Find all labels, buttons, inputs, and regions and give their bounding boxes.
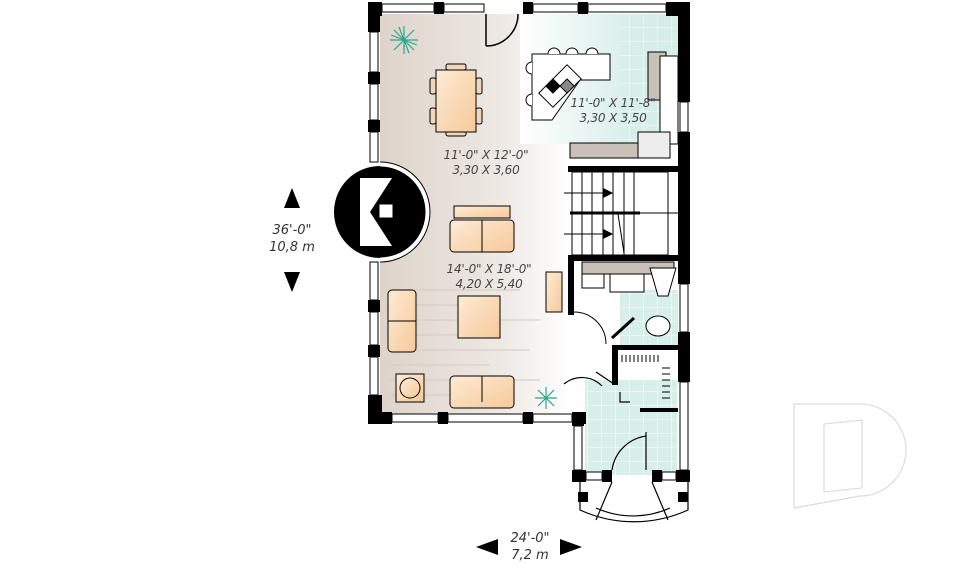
living-metric: 4,20 X 5,40 — [455, 277, 523, 291]
exterior-walls — [368, 2, 690, 502]
fireplace — [334, 161, 431, 263]
stair-arrows — [564, 188, 614, 239]
dining-imperial: 11'-0" X 12'-0" — [443, 148, 529, 162]
room-label-living: 14'-0" X 18'-0" 4,20 X 5,40 — [426, 262, 552, 292]
foyer-floor — [585, 380, 677, 475]
plant-icon — [390, 26, 557, 409]
width-imperial: 24'-0" — [510, 531, 550, 546]
depth-metric: 10,8 m — [269, 240, 315, 255]
dimension-arrows — [284, 188, 582, 555]
dining-metric: 3,30 X 3,60 — [452, 163, 520, 177]
dining-table — [429, 63, 483, 137]
kitchen-imperial: 11'-0" X 11'-8" — [570, 96, 656, 110]
room-label-dining: 11'-0" X 12'-0" 3,30 X 3,60 — [426, 148, 546, 178]
kitchen-counter — [569, 51, 679, 159]
depth-imperial: 36'-0" — [272, 223, 312, 238]
kitchen-island — [525, 47, 611, 121]
porch — [579, 481, 689, 523]
depth-dimension: 36'-0" 10,8 m — [252, 222, 332, 256]
staircase — [570, 171, 678, 256]
kitchen-metric: 3,30 X 3,50 — [579, 111, 647, 125]
living-imperial: 14'-0" X 18'-0" — [446, 262, 532, 276]
living-furniture — [387, 205, 563, 409]
logo-d-icon — [793, 403, 907, 509]
width-metric: 7,2 m — [511, 548, 549, 563]
width-dimension: 24'-0" 7,2 m — [490, 530, 570, 564]
room-label-kitchen: 11'-0" X 11'-8" 3,30 X 3,50 — [558, 96, 668, 126]
